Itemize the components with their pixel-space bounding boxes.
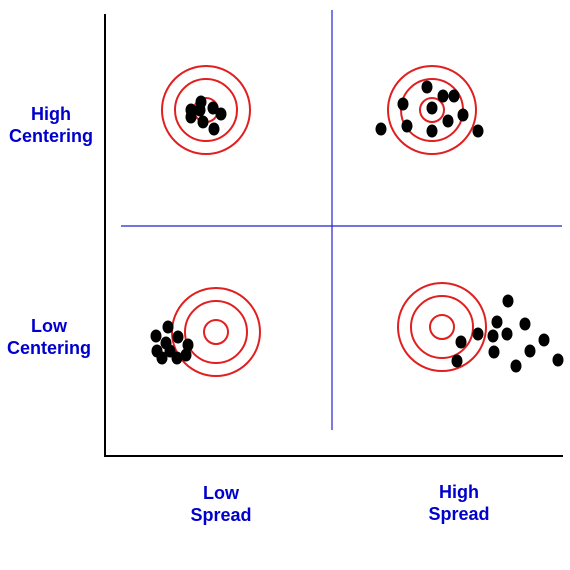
low-centering-high-spread-shot-dot (519, 317, 531, 331)
low-centering-high-spread-target-ring-3 (429, 314, 455, 340)
high-centering-high-spread-target-ring-1 (387, 65, 477, 155)
low-centering-low-spread-shot-dot (182, 338, 194, 352)
low-centering-low-spread-target-ring-2 (184, 300, 248, 364)
low-centering-low-spread-target-ring-3 (203, 319, 229, 345)
high-centering-low-spread-shot-dot (215, 107, 227, 121)
high-centering-low-spread-shot-dot (197, 115, 209, 129)
low-centering-high-spread-shot-dot (488, 345, 500, 359)
high-centering-high-spread-shot-dot (437, 89, 449, 103)
low-centering-high-spread-shot-dot (455, 335, 467, 349)
high-centering-high-spread-shot-dot (375, 122, 387, 136)
low-centering-high-spread-shot-dot (472, 327, 484, 341)
high-centering-high-spread-shot-dot (457, 108, 469, 122)
high-centering-high-spread-shot-dot (442, 114, 454, 128)
low-centering-low-spread-target-ring-1 (171, 287, 261, 377)
label-low-spread-line2: Spread (190, 505, 252, 525)
label-high-spread-line2: Spread (428, 504, 490, 524)
dots-group (150, 80, 564, 373)
low-centering-high-spread-shot-dot (538, 333, 550, 347)
low-centering-low-spread-shot-dot (180, 348, 192, 362)
label-high-centering-line1: High (31, 104, 71, 124)
low-centering-low-spread-shot-dot (156, 351, 168, 365)
high-centering-high-spread-target-ring-3 (419, 97, 445, 123)
low-centering-high-spread-shot-dot (451, 354, 463, 368)
label-low-spread: Low Spread (172, 482, 270, 526)
label-low-centering-line1: Low (31, 316, 67, 336)
high-centering-high-spread-shot-dot (421, 80, 433, 94)
low-centering-high-spread-shot-dot (491, 315, 503, 329)
low-centering-high-spread-shot-dot (552, 353, 564, 367)
low-centering-high-spread-shot-dot (487, 329, 499, 343)
high-centering-low-spread-target-ring-1 (161, 65, 251, 155)
low-centering-low-spread-shot-dot (172, 330, 184, 344)
low-centering-low-spread-shot-dot (171, 351, 183, 365)
low-centering-low-spread-shot-dot (162, 320, 174, 334)
high-centering-high-spread-shot-dot (448, 89, 460, 103)
high-centering-low-spread-shot-dot (194, 103, 206, 117)
high-centering-low-spread-target-ring-2 (174, 78, 238, 142)
label-high-centering-line2: Centering (8, 126, 93, 146)
label-low-centering: Low Centering (0, 315, 98, 359)
high-centering-low-spread-shot-dot (185, 110, 197, 124)
label-low-spread-line1: Low (203, 483, 239, 503)
high-centering-high-spread-shot-dot (426, 101, 438, 115)
low-centering-high-spread-shot-dot (524, 344, 536, 358)
high-centering-high-spread-shot-dot (401, 119, 413, 133)
low-centering-high-spread-target-ring-1 (397, 282, 487, 372)
high-centering-high-spread-shot-dot (397, 97, 409, 111)
low-centering-low-spread-shot-dot (150, 329, 162, 343)
label-high-spread: High Spread (410, 481, 508, 525)
high-centering-low-spread-shot-dot (207, 101, 219, 115)
label-high-centering: High Centering (2, 103, 100, 147)
high-centering-low-spread-shot-dot (208, 122, 220, 136)
low-centering-high-spread-shot-dot (510, 359, 522, 373)
high-centering-high-spread-shot-dot (426, 124, 438, 138)
low-centering-high-spread-shot-dot (502, 294, 514, 308)
low-centering-high-spread-shot-dot (501, 327, 513, 341)
label-high-spread-line1: High (439, 482, 479, 502)
label-low-centering-line2: Centering (6, 338, 91, 358)
low-centering-high-spread-target-ring-2 (410, 295, 474, 359)
high-centering-high-spread-shot-dot (472, 124, 484, 138)
